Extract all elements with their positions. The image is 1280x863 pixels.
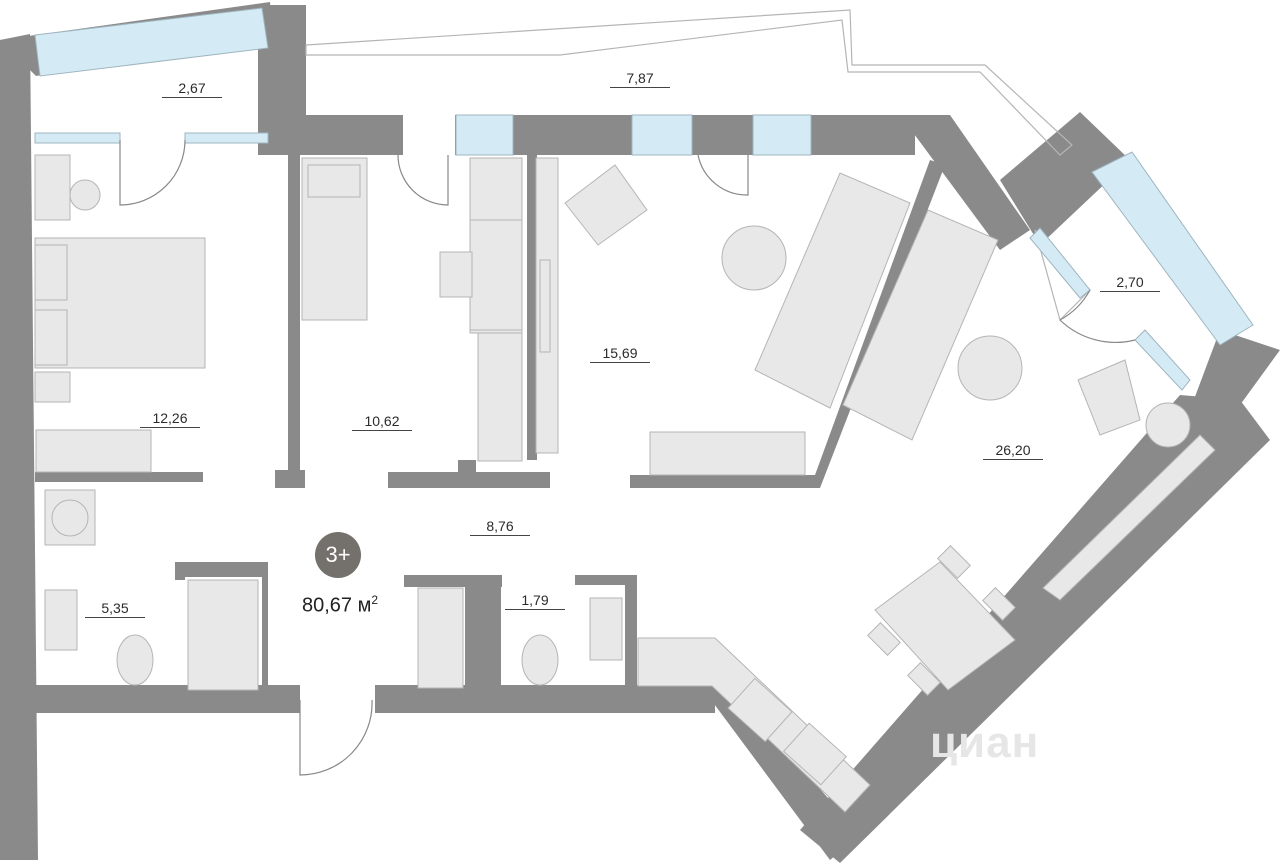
toilet-wc-icon [521,634,559,686]
total-area-value: 80,67 м [302,594,372,617]
windows [34,7,1254,391]
floor-lamp [1145,402,1191,448]
sofa-living [842,209,999,441]
toilet-bath-icon [116,634,154,686]
area-balcony-right: 2,70 [1100,274,1160,292]
area-living-kitchen: 26,20 [983,442,1043,460]
area-balcony-left: 2,67 [162,80,222,98]
rooms-badge: 3+ [315,532,361,578]
table-round-2 [957,335,1023,401]
doors [119,139,1136,776]
nightstand-left [34,154,71,221]
total-area: 80,67 м2 [302,593,378,618]
stove [727,677,793,743]
area-bedroom: 12,26 [140,410,200,428]
area-balcony-top: 7,87 [610,70,670,88]
wardrobe-bedroom [35,429,152,473]
area-wc: 1,79 [505,592,565,610]
area-room-2: 10,62 [352,413,412,431]
armchair-living [1077,359,1141,436]
sofa-room3 [754,172,911,409]
wardrobe-room2 [477,332,523,462]
table-round-1 [721,225,787,291]
shower [187,579,259,691]
wardrobe-room3 [649,431,806,476]
area-room-3: 15,69 [590,345,650,363]
tv-console [1042,434,1216,601]
furniture [34,154,1216,813]
dining-table [874,561,1016,691]
sink-bath [44,589,78,651]
kitchen-sink [783,722,847,786]
lamp-icon [69,179,101,211]
armchair-room3 [564,164,648,246]
wardrobe-hall [417,587,464,689]
desk-chair [439,251,473,298]
area-hall: 8,76 [470,518,530,536]
sink-wc [589,597,623,661]
total-area-unit: 2 [371,593,379,607]
watermark: циан [930,718,1040,767]
area-bathroom: 5,35 [85,600,145,618]
